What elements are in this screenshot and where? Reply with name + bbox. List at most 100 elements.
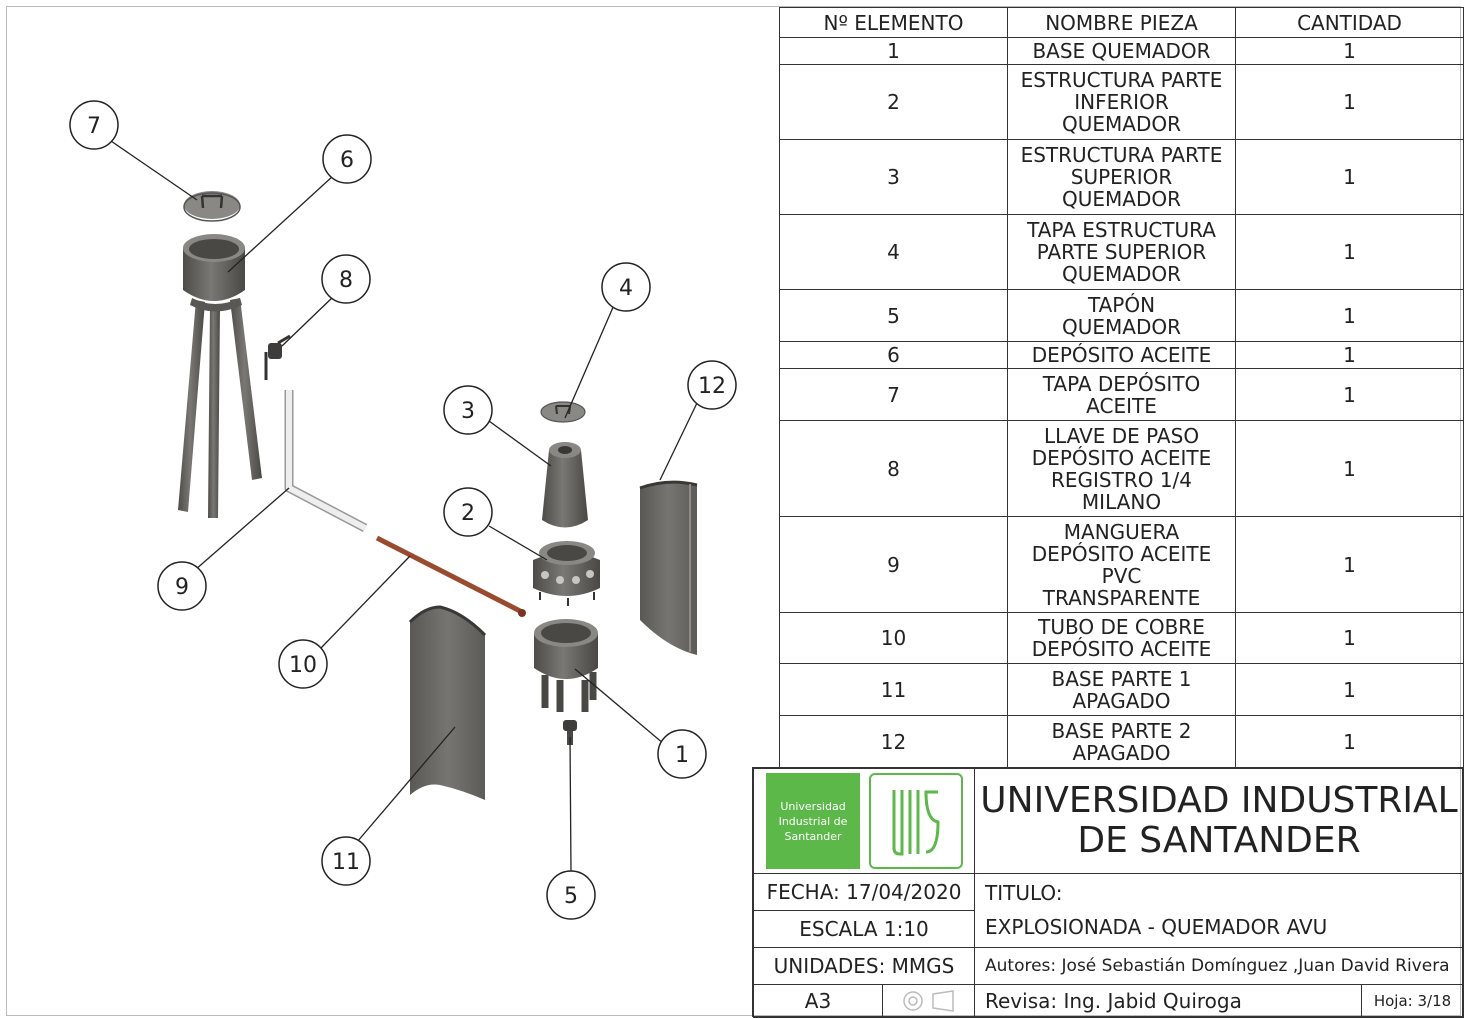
unidades: UNIDADES: MMGS [753, 947, 975, 985]
svg-text:10: 10 [289, 653, 317, 678]
part-11-half-shell [408, 605, 487, 800]
fecha: FECHA: 17/04/2020 [753, 873, 975, 911]
bom-name: LLAVE DE PASO DEPÓSITO ACEITE REGISTRO 1… [1007, 420, 1236, 517]
bom-num: 9 [779, 516, 1008, 613]
balloon-11: 11 [321, 836, 371, 886]
escala: ESCALA 1:10 [753, 910, 975, 948]
bom-name: BASE QUEMADOR [1007, 37, 1236, 65]
bom-name: ESTRUCTURA PARTE SUPERIOR QUEMADOR [1007, 139, 1236, 215]
leader-lines [110, 140, 698, 873]
bom-name: TAPA DEPÓSITO ACEITE [1007, 368, 1236, 421]
bom-num: 7 [779, 368, 1008, 421]
uis-logo [869, 773, 963, 869]
bom-header-row: Nº ELEMENTO NOMBRE PIEZA CANTIDAD [779, 7, 1464, 38]
bom-header-name: NOMBRE PIEZA [1007, 7, 1236, 38]
balloon-1: 1 [657, 729, 707, 779]
bom-name: TUBO DE COBRE DEPÓSITO ACEITE [1007, 612, 1236, 664]
svg-text:8: 8 [339, 268, 353, 293]
bom-name: TAPÓN QUEMADOR [1007, 289, 1236, 342]
part-9-hose [284, 390, 368, 532]
projection-icon [902, 990, 954, 1012]
projection-symbol [882, 984, 975, 1018]
bom-header-num: Nº ELEMENTO [779, 7, 1008, 38]
svg-text:3: 3 [461, 399, 475, 424]
part-12-half-shell [639, 480, 698, 655]
bom-name: BASE PARTE 2 APAGADO [1007, 715, 1236, 768]
bom-qty: 1 [1235, 289, 1464, 342]
part-2-lower-structure [533, 541, 600, 606]
bom-qty: 1 [1235, 64, 1464, 140]
bom-num: 3 [779, 139, 1008, 215]
svg-text:6: 6 [340, 148, 354, 173]
bom-name: TAPA ESTRUCTURA PARTE SUPERIOR QUEMADOR [1007, 214, 1236, 290]
exploded-view-drawing: 7 6 8 4 12 3 2 9 10 1 11 5 [69, 100, 737, 920]
bom-num: 12 [779, 715, 1008, 768]
part-4-top-cap [540, 401, 586, 423]
part-1-burner-base [534, 619, 598, 712]
balloon-9: 9 [157, 561, 207, 611]
balloon-2: 2 [443, 487, 493, 537]
bom-num: 1 [779, 37, 1008, 65]
titulo-label: TITULO: [974, 873, 1464, 911]
bom-name: DEPÓSITO ACEITE [1007, 341, 1236, 369]
revisa: Revisa: Ing. Jabid Quiroga [974, 984, 1362, 1018]
svg-text:12: 12 [698, 374, 726, 399]
svg-text:5: 5 [564, 884, 578, 909]
balloon-6: 6 [322, 134, 372, 184]
bom-num: 10 [779, 612, 1008, 664]
title-block: Universidad Industrial de Santander UNIV… [752, 767, 1464, 1018]
autores: Autores: José Sebastián Domínguez ,Juan … [974, 947, 1464, 985]
balloon-4: 4 [601, 262, 651, 312]
balloon-12: 12 [687, 360, 737, 410]
bom-qty: 1 [1235, 37, 1464, 65]
bom-num: 2 [779, 64, 1008, 140]
bom-name: BASE PARTE 1 APAGADO [1007, 663, 1236, 716]
bom-header-qty: CANTIDAD [1235, 7, 1464, 38]
svg-text:2: 2 [461, 501, 475, 526]
part-10-copper-tube [375, 535, 526, 617]
balloon-3: 3 [443, 385, 493, 435]
bom-qty: 1 [1235, 420, 1464, 517]
svg-text:1: 1 [675, 743, 689, 768]
titulo: EXPLOSIONADA - QUEMADOR AVU [974, 906, 1464, 948]
bom-num: 8 [779, 420, 1008, 517]
bom-name: ESTRUCTURA PARTE INFERIOR QUEMADOR [1007, 64, 1236, 140]
part-8-valve [264, 334, 291, 380]
bom-num: 4 [779, 214, 1008, 290]
bom-qty: 1 [1235, 368, 1464, 421]
balloon-7: 7 [69, 100, 119, 150]
svg-text:4: 4 [619, 276, 633, 301]
bom-qty: 1 [1235, 715, 1464, 768]
svg-text:9: 9 [175, 575, 189, 600]
bom-qty: 1 [1235, 612, 1464, 664]
balloon-5: 5 [546, 870, 596, 920]
bom-qty: 1 [1235, 341, 1464, 369]
university-name: UNIVERSIDAD INDUSTRIAL DE SANTANDER [974, 768, 1464, 874]
uis-emblem-icon [892, 790, 940, 856]
university-logo: Universidad Industrial de Santander [766, 773, 860, 869]
bom-num: 6 [779, 341, 1008, 369]
svg-text:7: 7 [87, 114, 101, 139]
formato: A3 [753, 984, 883, 1018]
balloon-10: 10 [278, 639, 328, 689]
bom-num: 5 [779, 289, 1008, 342]
bom-qty: 1 [1235, 214, 1464, 290]
bom-name: MANGUERA DEPÓSITO ACEITE PVC TRANSPARENT… [1007, 516, 1236, 613]
bom-num: 11 [779, 663, 1008, 716]
part-6-oil-tank [178, 234, 262, 518]
logo-cell: Universidad Industrial de Santander [753, 768, 975, 874]
part-7-tank-lid [183, 191, 241, 222]
